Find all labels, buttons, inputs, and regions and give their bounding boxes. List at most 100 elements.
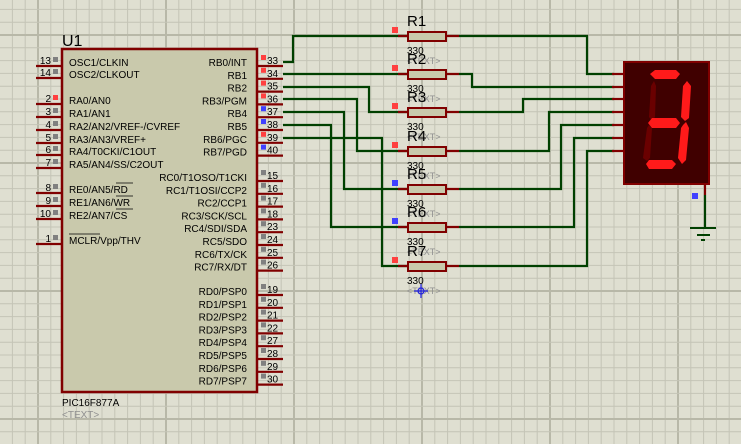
wire-r5-out[interactable]	[459, 123, 614, 191]
pin-state-indicator	[261, 195, 266, 201]
resistor-body	[407, 107, 447, 118]
pin-label: RB7/PGD	[203, 148, 247, 159]
pin-state-indicator	[53, 121, 58, 126]
pin-state-indicator	[53, 159, 58, 164]
wire-rb4[interactable]	[283, 110, 439, 191]
pin-state-indicator	[53, 108, 58, 113]
pin-state-indicator	[261, 296, 266, 302]
ground-symbol[interactable]	[690, 227, 716, 241]
pin-state-indicator	[261, 119, 266, 124]
pin-number: 37	[267, 107, 279, 118]
resistors: R1330<TEXT>R2330<TEXT>R3330<TEXT>R4330<T…	[392, 13, 459, 296]
wire-r6-out[interactable]	[459, 136, 614, 229]
pin-number: 23	[267, 222, 279, 233]
pin-label: RE2/AN7/CS	[69, 211, 128, 222]
wire-rb5[interactable]	[283, 123, 439, 229]
pin-state-indicator	[392, 27, 398, 33]
wire-rb0[interactable]	[283, 34, 439, 64]
resistor-ref: R4	[407, 128, 426, 145]
display-common-pin-state	[692, 193, 698, 199]
wire-r3-out[interactable]	[459, 97, 614, 114]
pin-number: 10	[40, 209, 52, 220]
resistor-body	[407, 146, 447, 157]
wire-r1-out[interactable]	[459, 34, 614, 76]
pin-label: RE1/AN6/WR	[69, 198, 130, 209]
wire-r7-out[interactable]	[459, 149, 614, 268]
pin-label: OSC1/CLKIN	[69, 58, 128, 69]
pin-label: RD1/PSP1	[199, 300, 248, 311]
pin-number: 6	[45, 145, 51, 156]
pin-label: RB6/PGC	[203, 135, 247, 146]
pin-label: RB3/PGM	[202, 96, 247, 107]
pin-label: RC1/T1OSI/CCP2	[166, 186, 248, 197]
segment-d	[646, 160, 676, 169]
pin-state-indicator	[261, 170, 266, 175]
resistor-text-placeholder: <TEXT>	[407, 94, 441, 104]
pin-state-indicator	[392, 218, 398, 224]
resistor-value: 330	[407, 199, 424, 210]
wire-r2-out[interactable]	[459, 72, 614, 89]
wire-r4-out[interactable]	[459, 110, 614, 153]
resistor-value: 330	[407, 237, 424, 248]
pin-label: RA5/AN4/SS/C2OUT	[69, 160, 163, 171]
pin-state-indicator	[53, 134, 58, 139]
pin-label: RC3/SCK/SCL	[181, 211, 247, 222]
pin-state-indicator	[261, 284, 266, 289]
seven-segment-display[interactable]	[612, 61, 710, 199]
pin-label: RC7/RX/DT	[194, 263, 247, 274]
segment-g	[648, 118, 680, 128]
resistor-text-placeholder: <TEXT>	[407, 56, 441, 66]
mcu-pin-left[interactable]: 10 RE2/AN7/CS	[36, 208, 133, 222]
pin-number: 4	[45, 120, 51, 131]
pin-state-indicator	[261, 221, 266, 227]
segment-e	[643, 125, 652, 161]
resistor-body	[407, 184, 447, 195]
mcu-ref: U1	[62, 33, 83, 50]
resistor-body	[407, 69, 447, 80]
